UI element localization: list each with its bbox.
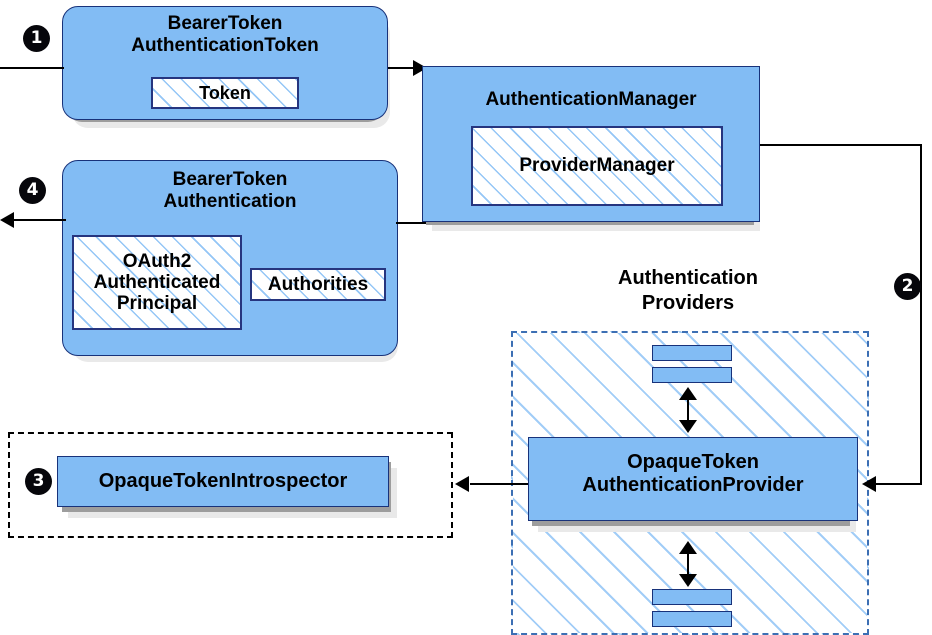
authorities-box[interactable]: Authorities: [250, 268, 386, 301]
provider-manager-label: ProviderManager: [519, 155, 675, 177]
principal-line1: OAuth2: [122, 250, 192, 272]
bearer-token-authentication-title: BearerToken Authentication: [63, 169, 397, 212]
connector-top-double-arrow-head-down: [679, 420, 697, 433]
otap-title-line2: AuthenticationProvider: [582, 473, 804, 496]
opaque-token-introspector-title: OpaqueTokenIntrospector: [98, 470, 348, 492]
connector-token-to-manager: [388, 67, 422, 69]
provider-stub-bottom-bar-1: [652, 589, 732, 605]
opaque-token-authentication-provider-title: OpaqueToken AuthenticationProvider: [529, 451, 857, 497]
badge-step-3: 3: [26, 469, 51, 494]
connector-top-double-arrow-line: [687, 392, 689, 428]
connector-manager-down: [920, 144, 922, 484]
connector-bottom-double-arrow-head-down: [679, 574, 697, 587]
connector-provider-to-introspector: [470, 483, 528, 485]
token-inner-label: Token: [199, 82, 251, 103]
badge-step-2: 2: [895, 274, 920, 299]
principal-line3: Principal: [116, 293, 198, 315]
connector-bottom-double-arrow-head-up: [679, 541, 697, 554]
token-inner-box[interactable]: Token: [151, 77, 299, 109]
provider-manager-inner-box[interactable]: ProviderManager: [471, 126, 723, 206]
provider-stub-top-bar-1: [652, 345, 732, 361]
provider-stub-top-bar-2: [652, 367, 732, 383]
bearer-token-authentication-token-title: BearerToken AuthenticationToken: [63, 13, 387, 56]
badge-step-1: 1: [24, 26, 49, 51]
connector-into-provider-arrowhead: [862, 476, 876, 492]
connector-manager-out-right: [760, 144, 922, 146]
ap-title-line1: Authentication: [618, 267, 758, 289]
connector-request-in: [0, 67, 64, 69]
btat-title-line2: AuthenticationToken: [131, 34, 319, 56]
authorities-label: Authorities: [267, 273, 369, 295]
connector-top-double-arrow-head-up: [679, 387, 697, 400]
opaque-token-introspector-box[interactable]: OpaqueTokenIntrospector: [57, 456, 389, 507]
connector-bottom-double-arrow-line: [687, 546, 689, 582]
connector-into-provider: [876, 483, 922, 485]
authentication-manager-title: AuthenticationManager: [485, 89, 697, 110]
ap-title-line2: Providers: [641, 291, 735, 314]
connector-provider-to-introspector-arrowhead: [455, 476, 469, 492]
provider-stub-bottom-bar-2: [652, 611, 732, 627]
btat-title-line1: BearerToken: [167, 13, 283, 34]
authentication-providers-title: Authentication Providers: [568, 266, 808, 316]
connector-manager-to-authentication: [396, 222, 426, 224]
opaque-token-authentication-provider-box[interactable]: OpaqueToken AuthenticationProvider: [528, 437, 858, 521]
connector-response-out: [14, 219, 66, 221]
otap-title-line1: OpaqueToken: [627, 451, 759, 473]
oauth2-authenticated-principal-box[interactable]: OAuth2 Authenticated Principal: [72, 235, 242, 330]
oauth2-principal-label: OAuth2 Authenticated Principal: [94, 251, 221, 315]
connector-response-out-arrowhead: [0, 212, 14, 228]
badge-step-4: 4: [20, 178, 45, 203]
bta-title-line2: Authentication: [163, 190, 297, 212]
principal-line2: Authenticated: [93, 271, 221, 293]
bta-title-line1: BearerToken: [172, 169, 288, 190]
